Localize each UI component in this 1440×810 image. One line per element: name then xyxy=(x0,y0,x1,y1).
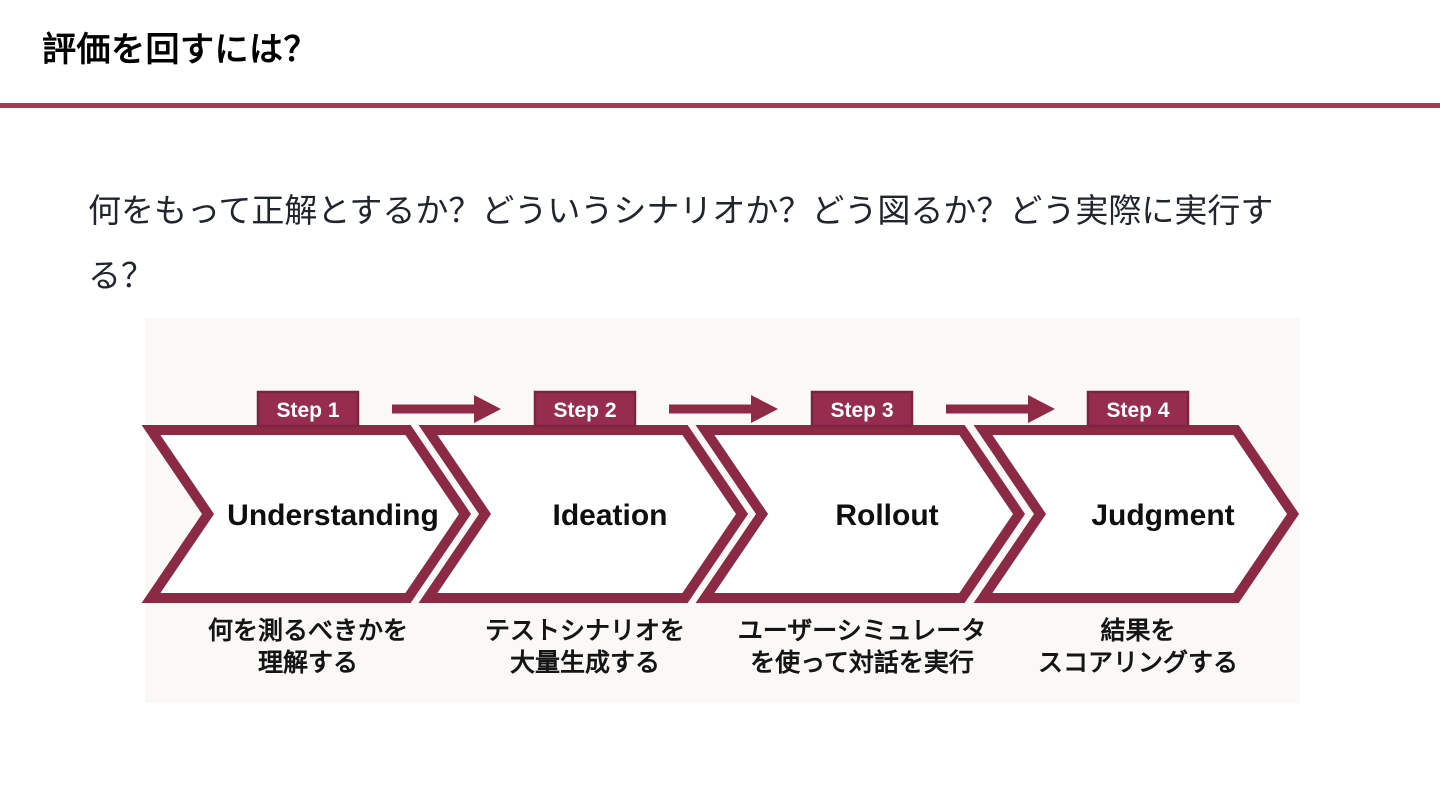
step4-caption: 結果を スコアリングする xyxy=(1038,616,1238,677)
process-diagram-svg: Step 1 Step 2 Step 3 Step 4 Understandin xyxy=(141,390,1300,677)
step4-label: Judgment xyxy=(1091,499,1234,532)
step3-caption: ユーザーシミュレータ を使って対話を実行 xyxy=(738,617,987,677)
arrow-3-icon xyxy=(946,395,1055,423)
step3-badge xyxy=(810,390,914,428)
chevron-step-2 xyxy=(418,425,749,603)
slide-title: 評価を回すには？ xyxy=(42,31,318,69)
svg-text:テストシナリオを: テストシナリオを xyxy=(485,617,685,645)
step2-label: Ideation xyxy=(552,499,667,532)
step1-badge-label: Step 1 xyxy=(276,399,339,422)
chevron-step-3 xyxy=(695,425,1026,603)
step2-badge xyxy=(533,390,637,428)
step1-badge xyxy=(256,390,360,428)
svg-text:ユーザーシミュレータ: ユーザーシミュレータ xyxy=(738,617,987,645)
arrow-1-icon xyxy=(392,395,501,423)
step2-caption: テストシナリオを 大量生成する xyxy=(485,617,685,677)
svg-text:結果を: 結果を xyxy=(1100,616,1175,645)
step1-label: Understanding xyxy=(227,499,439,532)
step4-badge-label: Step 4 xyxy=(1106,399,1169,422)
title-divider xyxy=(0,103,1440,108)
step2-badge-label: Step 2 xyxy=(553,399,616,422)
arrow-2-icon xyxy=(669,395,778,423)
chevron-step-4 xyxy=(973,425,1300,603)
step4-badge xyxy=(1086,390,1190,428)
svg-text:大量生成する: 大量生成する xyxy=(510,649,660,677)
chevron-step-1 xyxy=(141,425,472,603)
svg-text:何を測るべきかを: 何を測るべきかを xyxy=(208,617,408,645)
svg-text:を使って対話を実行: を使って対話を実行 xyxy=(750,648,974,677)
step3-badge-label: Step 3 xyxy=(830,399,893,422)
body-text: 何をもって正解とするか？どういうシナリオか？どう図るか？どう実際に実行する？ xyxy=(88,192,1274,294)
svg-text:理解する: 理解する xyxy=(258,649,358,677)
step3-label: Rollout xyxy=(835,499,938,532)
process-diagram: Step 1 Step 2 Step 3 Step 4 Understandin xyxy=(141,318,1300,703)
svg-text:スコアリングする: スコアリングする xyxy=(1038,649,1238,677)
step1-caption: 何を測るべきかを 理解する xyxy=(208,617,408,677)
